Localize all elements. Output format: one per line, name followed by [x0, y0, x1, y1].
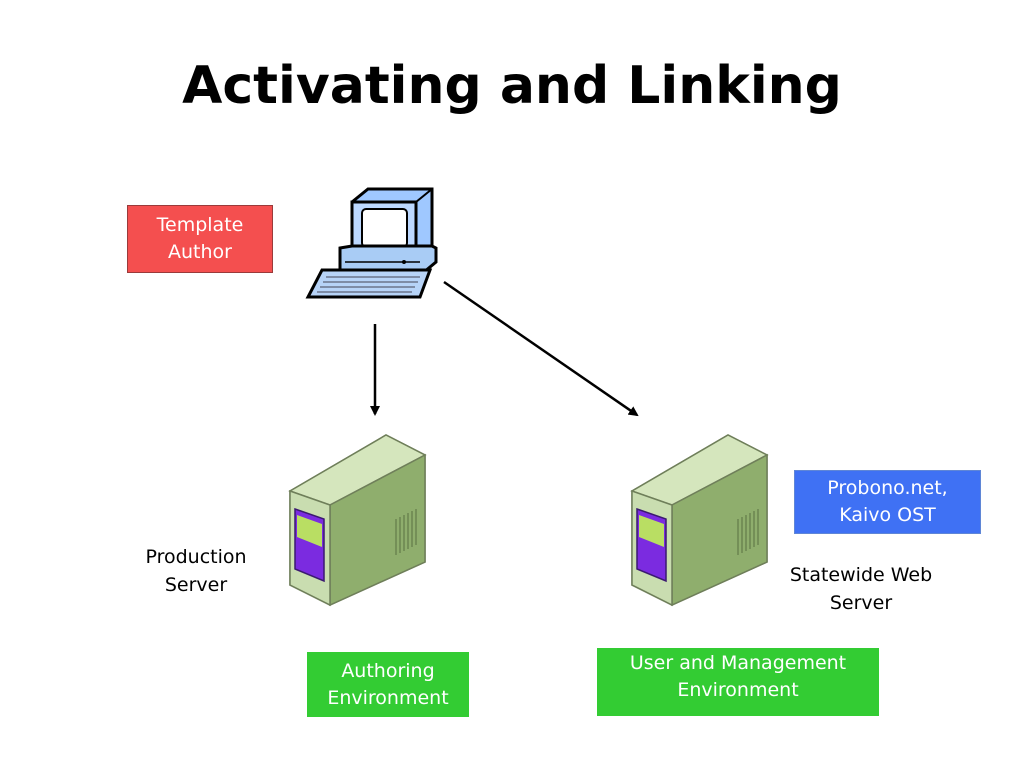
arrow-to-statewide	[443, 280, 639, 417]
template-author-box: Template Author	[127, 205, 273, 273]
authoring-environment-box: Authoring Environment	[307, 652, 469, 717]
production-server-label: Production Server	[145, 546, 247, 596]
page-title: Activating and Linking	[182, 56, 842, 116]
tower-server-icon	[630, 434, 769, 607]
user-management-environment-box: User and Management Environment	[597, 648, 879, 716]
probono-box: Probono.net, Kaivo OST	[794, 470, 981, 534]
statewide-server-label: Statewide Web Server	[789, 564, 933, 614]
desktop-computer-icon	[305, 187, 438, 299]
tower-server-icon	[288, 434, 427, 607]
